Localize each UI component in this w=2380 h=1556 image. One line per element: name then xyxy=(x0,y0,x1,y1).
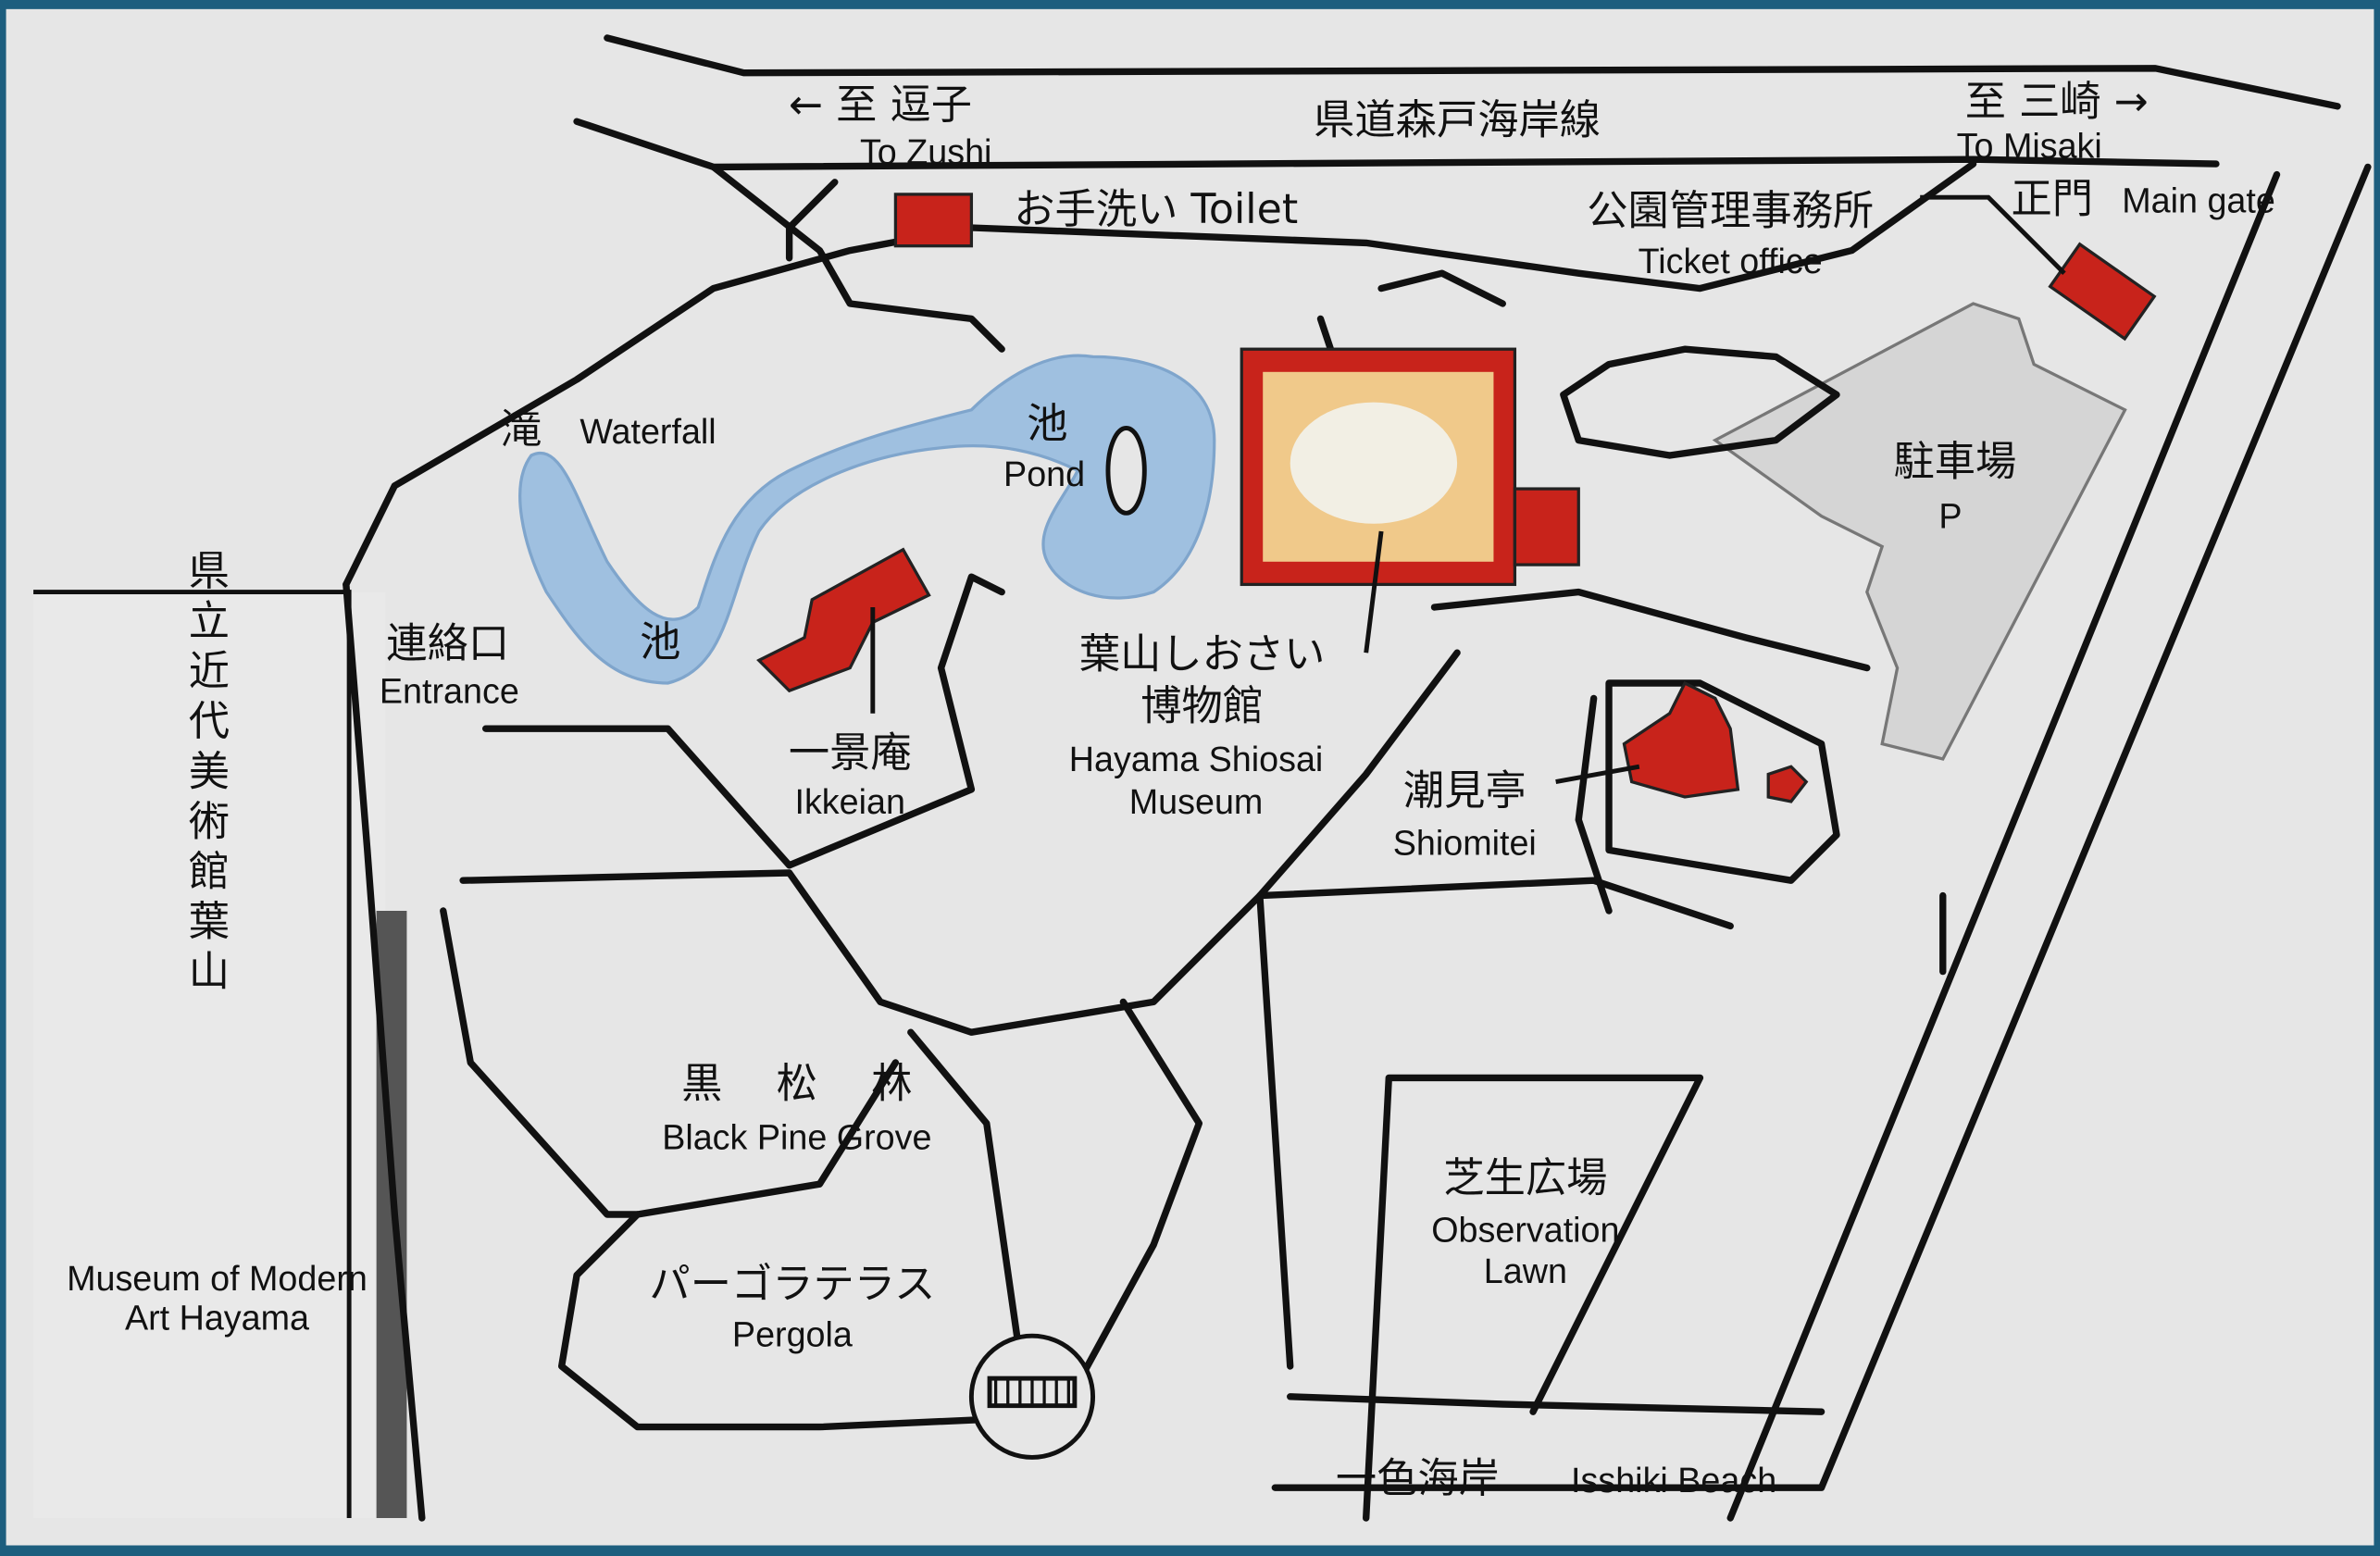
museum-jp-2: 博物館 xyxy=(1140,682,1264,729)
roads xyxy=(343,34,2372,1522)
museum-en-2: Museum xyxy=(1129,782,1264,821)
beach-en: Isshiki Beach xyxy=(1571,1461,1776,1500)
pine-grove-jp: 黒 松 林 xyxy=(681,1061,912,1108)
toilet-label: お手洗い Toilet xyxy=(1014,186,1298,233)
art-museum-en-2: Art Hayama xyxy=(125,1299,309,1338)
shiomitei-jp: 潮見亭 xyxy=(1403,767,1526,815)
art-museum-jp: 県立近代美術館葉山 xyxy=(181,549,230,1000)
to-zushi-jp: ← 至 逗子 xyxy=(789,81,972,129)
parking-lot xyxy=(1712,302,2127,761)
toilet-building xyxy=(893,193,974,248)
museum-en-1: Hayama Shiosai xyxy=(1069,740,1324,778)
road-name: 県道森戸海岸線 xyxy=(1314,96,1601,143)
waterfall-en: Waterfall xyxy=(579,412,716,451)
bridge-icon xyxy=(968,1333,1096,1460)
shiomitei-annex xyxy=(1766,765,1809,803)
ticket-office-jp: 公園管理事務所 xyxy=(1587,188,1874,235)
pond xyxy=(518,354,1216,685)
lawn-en-2: Lawn xyxy=(1484,1251,1567,1290)
main-gate-jp: 正門 xyxy=(2012,176,2094,223)
pine-grove-en: Black Pine Grove xyxy=(662,1117,931,1156)
ikkeian-en: Ikkeian xyxy=(794,782,904,821)
pergola-en: Pergola xyxy=(732,1315,853,1354)
shiomitei-en: Shiomitei xyxy=(1393,823,1537,862)
parking-en: P xyxy=(1938,497,1962,536)
entrance-jp: 連絡口 xyxy=(386,620,509,667)
to-zushi-en: To Zushi xyxy=(860,132,991,171)
to-misaki-en: To Misaki xyxy=(1957,127,2102,166)
art-museum-en-1: Museum of Modern xyxy=(67,1259,368,1298)
pond-jp: 池 xyxy=(1027,400,1067,447)
ikkeian-jp: 一景庵 xyxy=(789,729,912,777)
shiomitei-building xyxy=(1622,680,1740,799)
pond-en: Pond xyxy=(1003,454,1085,493)
entrance-en: Entrance xyxy=(380,671,519,710)
leader-lines xyxy=(870,194,2066,785)
lawn-jp: 芝生広場 xyxy=(1443,1154,1607,1201)
beach-jp: 一色海岸 xyxy=(1336,1455,1500,1502)
pergola-jp: パーゴラテラス xyxy=(649,1261,935,1308)
lawn-en-1: Observation xyxy=(1431,1211,1619,1250)
to-misaki-jp: 至 三崎 → xyxy=(1965,79,2149,126)
waterfall-jp: 滝 xyxy=(501,406,542,454)
pond2-jp: 池 xyxy=(640,618,680,666)
ticket-office-building xyxy=(2048,242,2157,342)
main-gate-en: Main gate xyxy=(2122,181,2275,220)
ikkeian-building xyxy=(756,547,931,693)
pond-island xyxy=(1105,426,1147,516)
museum-jp-1: 葉山しおさい xyxy=(1079,631,1326,678)
parking-jp: 駐車場 xyxy=(1894,438,2017,485)
ticket-office-en: Ticket office xyxy=(1639,242,1823,280)
